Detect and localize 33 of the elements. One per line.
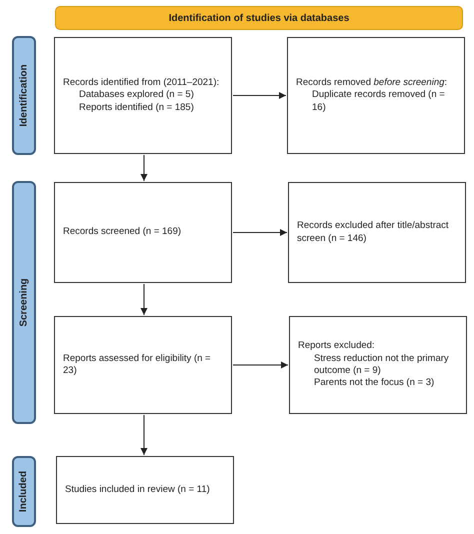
phase-label: Screening — [18, 278, 30, 327]
process-box — [54, 37, 232, 154]
phase-label: Included — [18, 470, 30, 512]
phase-label: Identification — [18, 64, 30, 127]
box-text: Databases explored (n = 5) — [78, 89, 195, 102]
box-text: Records screened (n = 169) — [63, 226, 182, 239]
phase-band — [12, 36, 36, 155]
arrow — [232, 229, 288, 236]
box-text: Studies included in review (n = 11) — [65, 484, 211, 496]
arrow — [140, 414, 148, 456]
header-title: Identification of studies via databases — [168, 12, 350, 24]
box-text: Records excluded after title/abstract screen (n = 146) — [297, 220, 450, 245]
arrow — [140, 154, 148, 182]
arrow — [232, 92, 286, 99]
phase-band — [12, 456, 36, 527]
process-box — [56, 456, 234, 524]
arrow — [232, 362, 288, 368]
box-text: Reports assessed for eligibility (n = 23) — [63, 352, 212, 378]
process-box — [54, 316, 232, 414]
process-box — [289, 316, 467, 414]
arrow — [140, 284, 148, 316]
box-text: Records removed before screening: — [296, 76, 448, 90]
process-box — [54, 182, 232, 283]
process-box — [287, 37, 465, 154]
box-text: Reports identified (n = 185) — [78, 102, 195, 114]
box-text: Parents not the focus (n = 3) — [313, 377, 436, 390]
header-banner — [55, 6, 463, 30]
box-text: Stress reduction not the primary outcome (n = 9) — [313, 352, 450, 378]
process-box — [288, 182, 466, 283]
box-text: Duplicate records removed (n = 16) — [311, 89, 446, 114]
box-text: Records identified from (2011–2021): — [63, 76, 220, 90]
box-text: Reports excluded: — [298, 340, 376, 353]
phase-band — [12, 181, 36, 424]
